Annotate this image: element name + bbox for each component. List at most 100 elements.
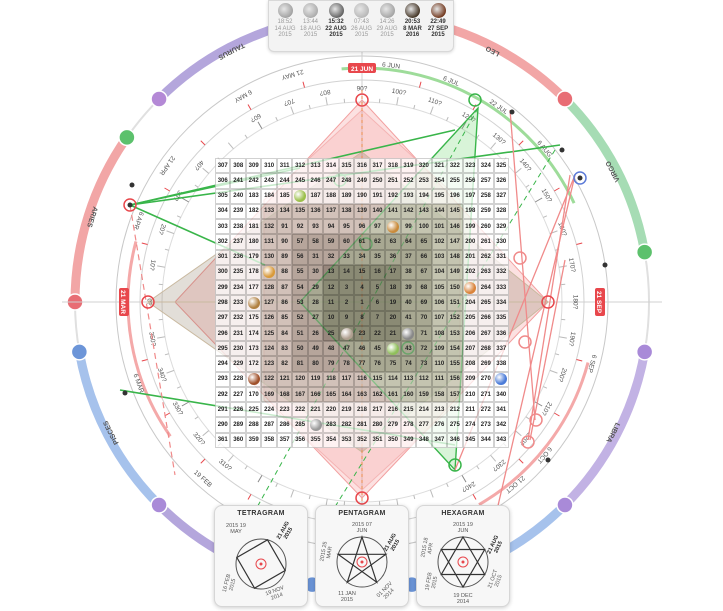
grid-cell: 286 bbox=[277, 417, 292, 432]
cardinal-label: 21 MAR bbox=[119, 288, 129, 316]
grid-cell: 241 bbox=[230, 173, 245, 188]
grid-cell: 215 bbox=[401, 402, 416, 417]
degree-label: 130? bbox=[491, 132, 507, 147]
grid-cell: 225 bbox=[246, 402, 261, 417]
grid-cell: 183 bbox=[246, 189, 261, 204]
grid-cell: 323 bbox=[463, 158, 478, 173]
grid-cell: 82 bbox=[277, 356, 292, 371]
zodiac-sign-icon bbox=[637, 344, 653, 360]
grid-cell: 120 bbox=[292, 372, 307, 387]
grid-cell: 310 bbox=[261, 158, 276, 173]
grid-cell: 75 bbox=[385, 356, 400, 371]
grid-cell: 226 bbox=[230, 402, 245, 417]
grid-cell: 54 bbox=[292, 280, 307, 295]
grid-cell: 287 bbox=[261, 417, 276, 432]
grid-cell: 55 bbox=[292, 265, 307, 280]
grid-cell: 261 bbox=[478, 234, 493, 249]
grid-cell: 96 bbox=[354, 219, 369, 234]
hexagram-card[interactable]: HEXAGRAM 2015 19 JUN 2015 18 APR 21 AUG … bbox=[416, 505, 510, 607]
grid-cell: 292 bbox=[215, 387, 230, 402]
grid-cell: 329 bbox=[494, 219, 509, 234]
grid-cell: 12 bbox=[323, 280, 338, 295]
grid-cell: 311 bbox=[277, 158, 292, 173]
grid-cell: 31 bbox=[308, 250, 323, 265]
planet-dot bbox=[130, 183, 135, 188]
planet-dot bbox=[560, 148, 565, 153]
grid-cell: 159 bbox=[416, 387, 431, 402]
zodiac-sign-icon bbox=[557, 91, 573, 107]
degree-label: 310? bbox=[217, 458, 233, 473]
grid-cell: 119 bbox=[308, 372, 323, 387]
grid-cell: 69 bbox=[416, 295, 431, 310]
grid-cell: 4 bbox=[354, 280, 369, 295]
grid-cell: 110 bbox=[432, 356, 447, 371]
grid-cell: 253 bbox=[416, 173, 431, 188]
degree-label: 70? bbox=[282, 96, 295, 106]
grid-cell: 18 bbox=[385, 280, 400, 295]
grid-cell: 293 bbox=[215, 372, 230, 387]
degree-label: 140? bbox=[518, 157, 533, 173]
grid-cell: 63 bbox=[385, 234, 400, 249]
cardinal-label-text: 21 MAR bbox=[119, 290, 126, 314]
grid-cell: 32 bbox=[323, 250, 338, 265]
grid-cell: 302 bbox=[215, 234, 230, 249]
grid-cell: 148 bbox=[447, 250, 462, 265]
grid-cell: 264 bbox=[478, 280, 493, 295]
degree-label: 200? bbox=[556, 367, 568, 383]
grid-cell: 6 bbox=[370, 295, 385, 310]
degree-label: 230? bbox=[491, 458, 507, 473]
planet-dot bbox=[123, 391, 128, 396]
grid-cell: 204 bbox=[463, 295, 478, 310]
grid-cell: 277 bbox=[416, 417, 431, 432]
grid-cell: 52 bbox=[292, 311, 307, 326]
grid-cell: 236 bbox=[230, 250, 245, 265]
grid-cell: 185 bbox=[277, 189, 292, 204]
pentagram-card[interactable]: PENTAGRAM 2015 07 JUN 2015 25 MAR 21 AUG… bbox=[315, 505, 409, 607]
grid-cell: 295 bbox=[215, 341, 230, 356]
grid-cell: 193 bbox=[401, 189, 416, 204]
grid-cell: 359 bbox=[246, 433, 261, 448]
grid-cell: 341 bbox=[494, 402, 509, 417]
date-label: 19 FEB bbox=[192, 469, 213, 489]
grid-cell: 314 bbox=[323, 158, 338, 173]
grid-cell: 328 bbox=[494, 204, 509, 219]
grid-cell: 140 bbox=[370, 204, 385, 219]
grid-cell: 107 bbox=[432, 311, 447, 326]
grid-cell: 89 bbox=[277, 250, 292, 265]
grid-cell: 262 bbox=[478, 250, 493, 265]
grid-cell: 347 bbox=[432, 433, 447, 448]
grid-cell: 353 bbox=[339, 433, 354, 448]
grid-cell: 322 bbox=[447, 158, 462, 173]
grid-cell: 108 bbox=[432, 326, 447, 341]
grid-cell: 105 bbox=[432, 280, 447, 295]
grid-cell: 356 bbox=[292, 433, 307, 448]
grid-cell: 103 bbox=[432, 250, 447, 265]
grid-cell: 59 bbox=[323, 234, 338, 249]
grid-cell: 354 bbox=[323, 433, 338, 448]
grid-cell: 244 bbox=[277, 173, 292, 188]
grid-cell: 56 bbox=[292, 250, 307, 265]
grid-cell: 130 bbox=[261, 250, 276, 265]
tetragram-card[interactable]: TETRAGRAM 2015 19 MAY 21 AUG 2015 16 FEB… bbox=[214, 505, 308, 607]
grid-cell: 274 bbox=[463, 417, 478, 432]
grid-cell: 360 bbox=[230, 433, 245, 448]
grid-cell: 33 bbox=[339, 250, 354, 265]
grid-cell: 29 bbox=[308, 280, 323, 295]
grid-cell: 320 bbox=[416, 158, 431, 173]
grid-cell: 319 bbox=[401, 158, 416, 173]
grid-cell: 355 bbox=[308, 433, 323, 448]
grid-cell: 118 bbox=[323, 372, 338, 387]
grid-cell: 248 bbox=[339, 173, 354, 188]
hexagram-date: 19 DEC 2014 bbox=[448, 593, 478, 605]
grid-cell: 36 bbox=[385, 250, 400, 265]
grid-cell: 73 bbox=[416, 356, 431, 371]
grid-cell: 70 bbox=[416, 311, 431, 326]
